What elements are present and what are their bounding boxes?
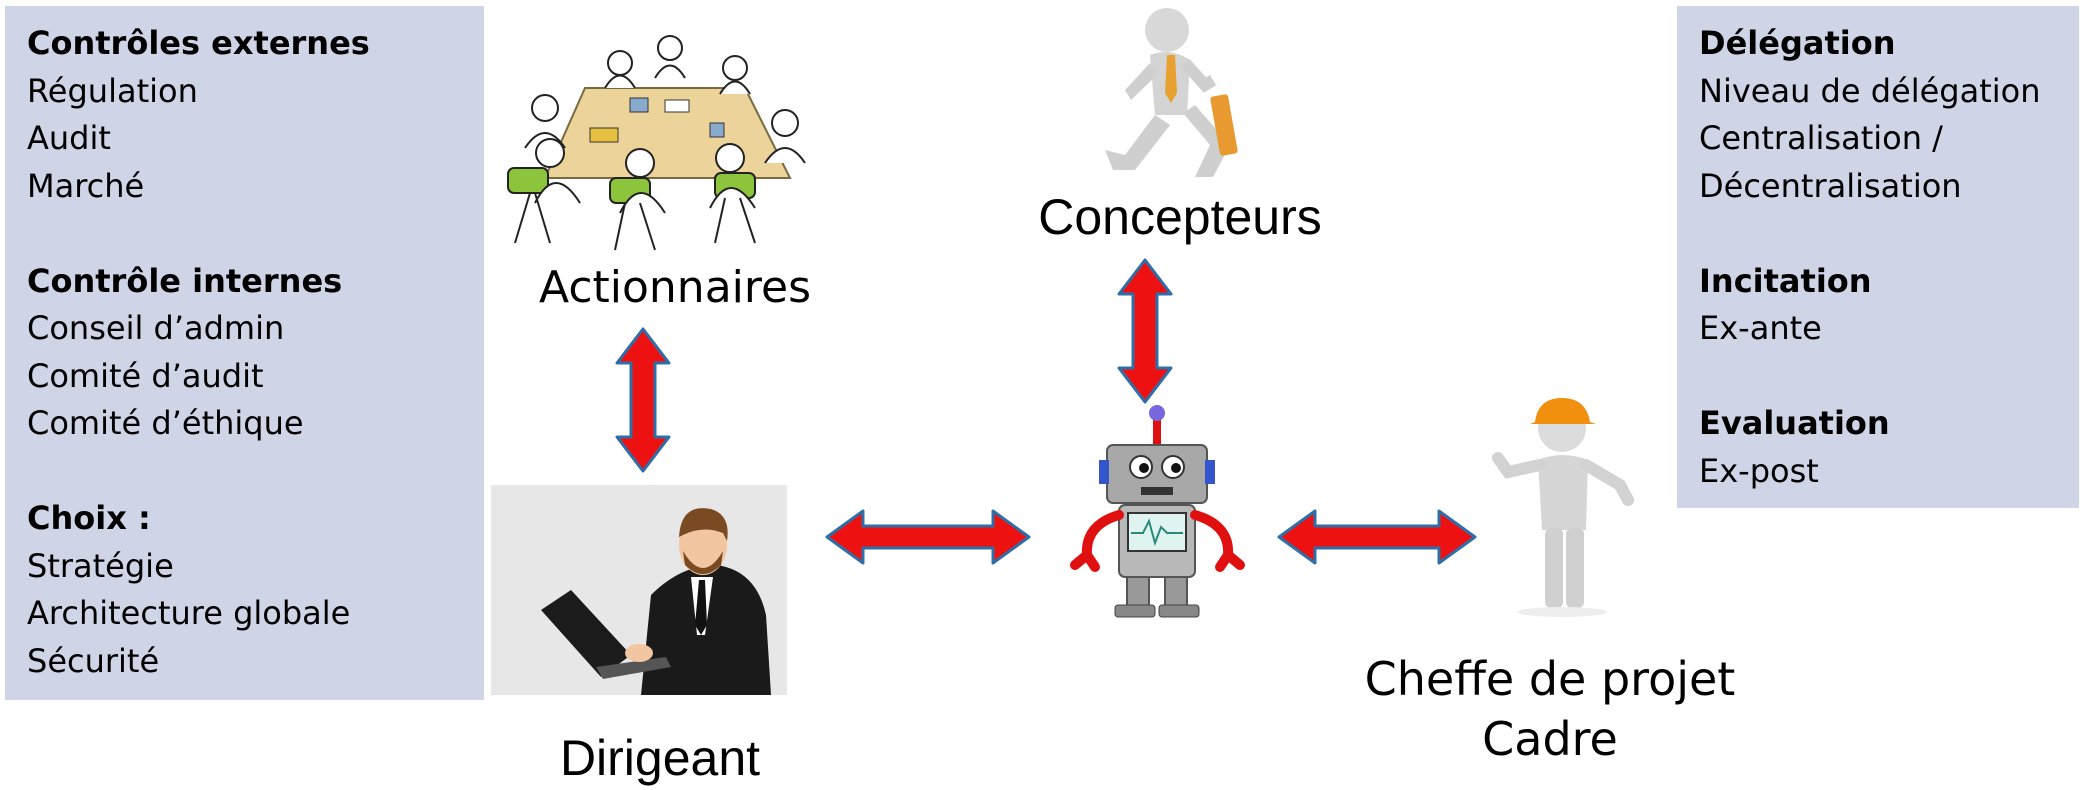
section-item: Audit [27,119,111,157]
label-actionnaires: Actionnaires [539,262,811,313]
businessman-icon [491,485,787,695]
section-heading: Contrôles externes [27,24,370,62]
label-cheffe-de-projet: Cheffe de projet [1364,652,1736,706]
section-delegation: Délégation Niveau de délégation Centrali… [1699,20,2079,210]
section-heading: Contrôle internes [27,261,343,300]
section-item: Ex-ante [1699,309,1822,347]
section-item: Régulation [27,71,198,110]
section-internal-controls: Contrôle internes Conseil d’admin Comité… [27,258,484,448]
section-item: Centralisation / [1699,119,1943,157]
section-item: Comité d’éthique [27,404,304,442]
section-item: Architecture globale [27,594,351,632]
section-incitation: Incitation Ex-ante [1699,258,2079,353]
section-heading: Evaluation [1699,404,1890,442]
section-item: Ex-post [1699,451,1819,490]
double-arrow-dirigeant-robot [825,509,1031,565]
section-heading: Choix : [27,499,151,537]
robot-icon [1070,405,1245,618]
section-external-controls: Contrôles externes Régulation Audit Marc… [27,20,484,210]
worker-hardhat-icon [1492,398,1634,617]
section-heading: Délégation [1699,24,1896,62]
double-arrow-actionnaires-dirigeant [615,327,671,473]
double-arrow-concepteurs-robot [1117,258,1173,404]
section-item: Stratégie [27,546,174,585]
section-choices: Choix : Stratégie Architecture globale S… [27,495,484,685]
meeting-table-icon [507,35,806,251]
section-item: Comité d’audit [27,356,264,395]
double-arrow-robot-cheffe [1277,509,1477,565]
label-dirigeant: Dirigeant [559,730,761,786]
section-item: Marché [27,166,145,205]
right-info-panel: Délégation Niveau de délégation Centrali… [1677,6,2079,508]
running-person-icon [1105,8,1238,177]
left-info-panel: Contrôles externes Régulation Audit Marc… [5,6,484,700]
section-item: Conseil d’admin [27,309,285,347]
section-item: Niveau de délégation [1699,71,2041,110]
section-item: Décentralisation [1699,166,1962,205]
label-cadre: Cadre [1482,712,1618,766]
section-item: Sécurité [27,641,160,680]
section-heading: Incitation [1699,261,1872,300]
section-evaluation: Evaluation Ex-post [1699,400,2079,495]
label-concepteurs: Concepteurs [1038,189,1322,245]
